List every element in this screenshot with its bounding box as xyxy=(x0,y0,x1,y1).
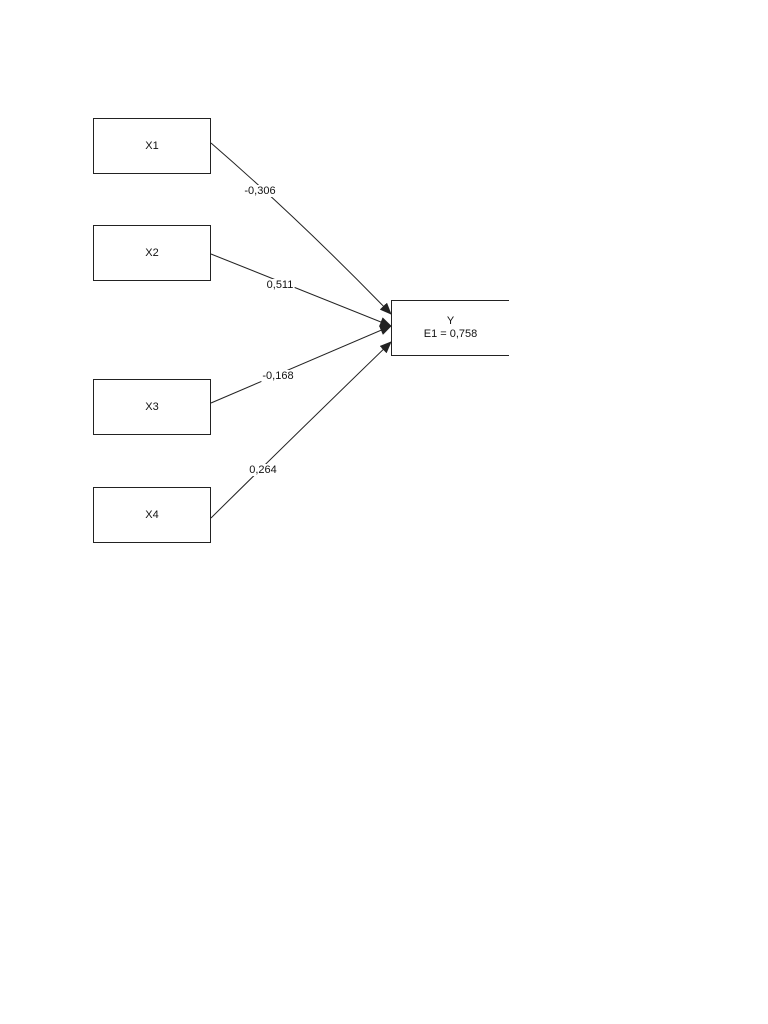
node-x1[interactable]: X1 xyxy=(93,118,211,174)
path-x1-y xyxy=(210,142,392,315)
node-y[interactable]: Y E1 = 0,758 xyxy=(391,300,509,356)
path-x4-y xyxy=(210,341,392,519)
node-y-label: Y xyxy=(446,315,455,327)
node-y-error: E1 = 0,758 xyxy=(423,328,478,340)
coefficient-x2-y: 0,511 xyxy=(265,279,295,291)
coefficient-x4-y: 0,264 xyxy=(248,464,278,476)
node-x2[interactable]: X2 xyxy=(93,225,211,281)
path-x2-y xyxy=(210,253,392,327)
coefficient-x3-y: -0,168 xyxy=(261,370,295,382)
node-x2-label: X2 xyxy=(145,246,159,259)
node-x3-label: X3 xyxy=(145,400,159,413)
coefficient-x1-y: -0,306 xyxy=(243,185,277,197)
node-x4[interactable]: X4 xyxy=(93,487,211,543)
node-x3[interactable]: X3 xyxy=(93,379,211,435)
node-x1-label: X1 xyxy=(145,139,159,152)
path-x3-y xyxy=(210,325,392,404)
node-x4-label: X4 xyxy=(145,508,159,521)
